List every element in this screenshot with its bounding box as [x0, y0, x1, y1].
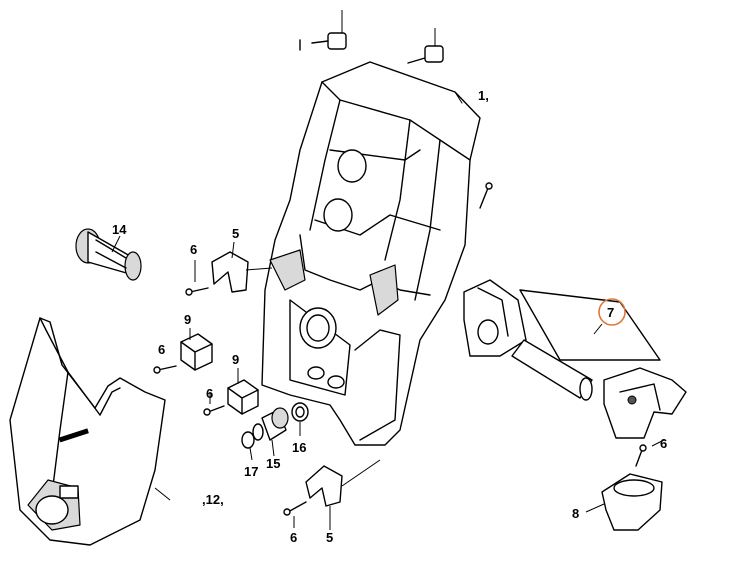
- label-part-16: 16: [292, 440, 306, 455]
- label-part-1: 1,: [478, 88, 489, 103]
- washer-part-16: [291, 402, 309, 436]
- screw-mid-left: [153, 365, 177, 374]
- top-clip-left: [311, 10, 347, 50]
- bracket-part-5-upper: [211, 241, 273, 293]
- screw-right-bottom: [635, 439, 665, 467]
- screw-bottom: [283, 501, 307, 528]
- label-part-8: 8: [572, 506, 579, 521]
- foot-part-8: [585, 473, 663, 531]
- label-part-9-upper: 9: [184, 312, 191, 327]
- label-part-6-bottom: 6: [290, 530, 297, 545]
- oring-part-17: [241, 431, 255, 461]
- label-part-6-upper: 6: [190, 242, 197, 257]
- highlight-circle-part-7: [598, 298, 626, 326]
- label-part-5-lower: 5: [326, 530, 333, 545]
- front-cover: [9, 317, 171, 546]
- block-part-9-lower: [227, 368, 259, 415]
- fitting-part-15: [252, 407, 289, 457]
- bracket-part-5-lower: [305, 459, 381, 530]
- housing-part-1: [261, 39, 481, 446]
- label-part-12: ,12,: [202, 492, 224, 507]
- label-part-6-mid: 6: [158, 342, 165, 357]
- label-part-15: 15: [266, 456, 280, 471]
- label-part-6-lower: 6: [206, 386, 213, 401]
- label-part-9-lower: 9: [232, 352, 239, 367]
- label-part-5-upper: 5: [232, 226, 239, 241]
- tube-assembly-part-7: [463, 279, 687, 439]
- screw-right: [479, 182, 493, 209]
- block-part-9-upper: [180, 328, 213, 371]
- label-part-7: 7: [607, 305, 614, 320]
- label-part-17: 17: [244, 464, 258, 479]
- coupling-part-14: [75, 228, 142, 281]
- screw-lower-left: [203, 392, 225, 416]
- label-part-14: 14: [112, 222, 127, 237]
- label-part-6-right: 6: [660, 436, 667, 451]
- top-clip-right: [407, 28, 444, 64]
- screw-upper-left: [185, 260, 209, 296]
